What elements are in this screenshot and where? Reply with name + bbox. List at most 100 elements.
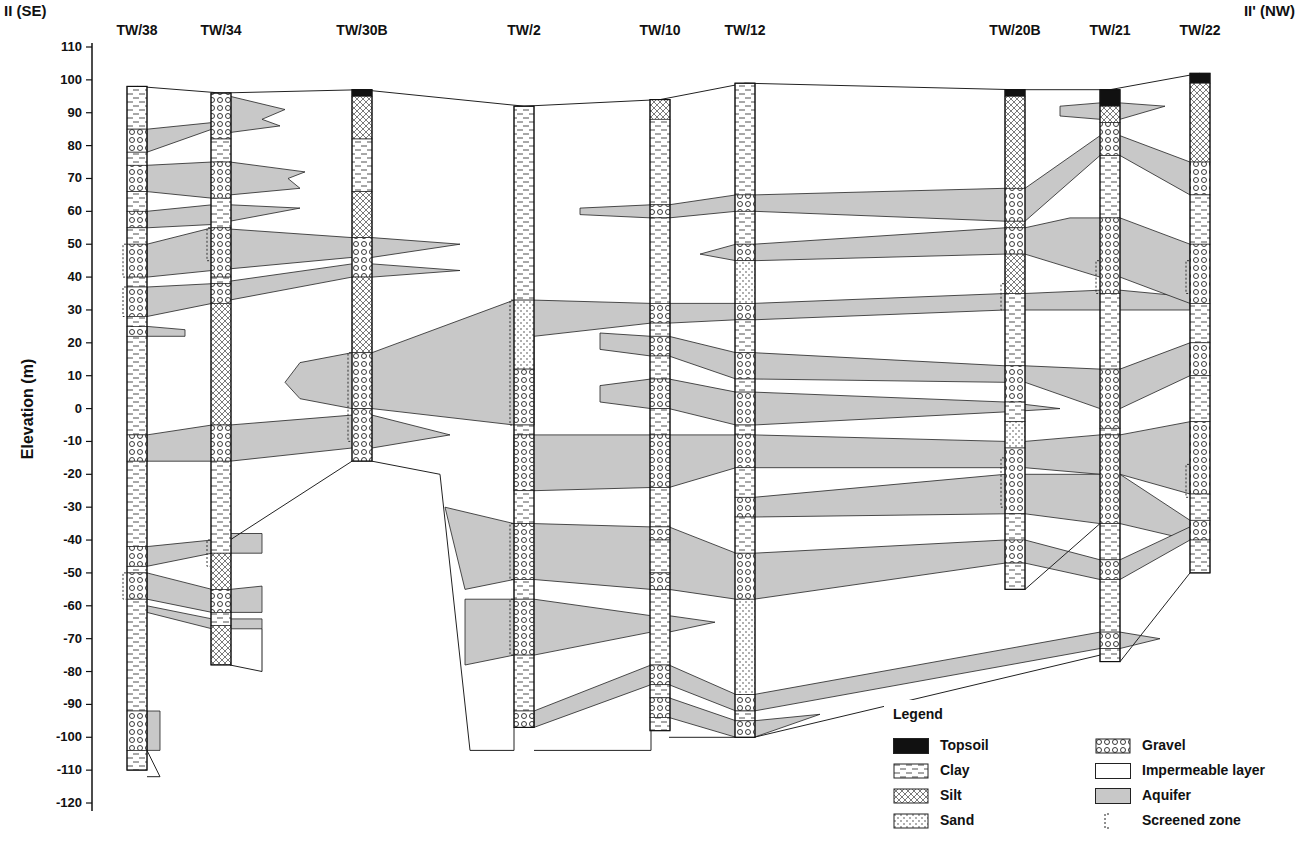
screened-zone [123,244,126,277]
lithology-layer [127,152,147,165]
lithology-layer [1100,580,1120,633]
lithology-layer [735,497,755,517]
lithology-layer [514,369,534,425]
borehole-column [1100,90,1120,662]
lithology-layer [1100,649,1120,662]
lithology-layer [650,303,670,323]
lithology-layer [650,718,670,731]
lithology-layer [127,326,147,336]
lithology-layer [735,435,755,468]
legend-swatch [1095,788,1131,804]
lithology-layer [127,566,147,573]
axis-tick [86,79,92,80]
lithology-layer [1005,563,1025,589]
axis-tick-label: -90 [36,696,82,711]
lithology-layer [735,353,755,379]
aquifer-band [147,264,460,317]
lithology-layer [1005,366,1025,402]
screened-zone [1186,261,1189,294]
lithology-layer [352,90,372,97]
lithology-layer [1100,90,1120,106]
axis-tick [86,46,92,47]
aquifer-band [465,599,715,665]
lithology-layer [1100,218,1120,294]
lithology-layer [650,119,670,205]
well-name: TW/22 [1155,22,1245,38]
lithology-layer [127,287,147,317]
lithology-layer [127,336,147,435]
axis-tick-label: -20 [36,466,82,481]
legend-sample [1105,814,1109,828]
lithology-layer [1190,244,1210,303]
borehole-column [352,90,372,461]
axis-tick [86,112,92,113]
screened-zone [123,287,126,317]
lithology-layer [1005,448,1025,514]
well-name: TW/20B [970,22,1060,38]
lithology-layer [514,106,534,300]
axis-tick-label: 60 [36,203,82,218]
axis-title: Elevation (m) [19,349,37,469]
lithology-layer [735,425,755,435]
axis-tick-label: 0 [36,401,82,416]
lithology-layer [735,721,755,737]
lithology-layer [352,277,372,353]
lithology-layer [514,425,534,435]
lithology-layer [1190,73,1210,83]
lithology-layer [1005,96,1025,188]
axis-tick [86,244,92,245]
lithology-layer [735,468,755,498]
axis-tick [86,211,92,212]
lithology-layer [127,573,147,599]
aquifer-band [230,96,285,132]
axis-tick-label: -10 [36,433,82,448]
lithology-layer [1100,156,1120,219]
lithology-layer [514,599,534,655]
lithology-layer [211,553,231,589]
lithology-layer [127,86,147,129]
axis-tick [86,145,92,146]
axis-tick [86,441,92,442]
well-name: TW/38 [92,22,182,38]
lithology-layer [1190,422,1210,494]
axis-tick-label: 80 [36,138,82,153]
axis-tick [86,408,92,409]
legend-text: Silt [940,787,962,803]
lithology-layer [514,580,534,600]
aquifer-band [147,326,185,336]
lithology-layer [735,211,755,244]
axis-tick-label: 50 [36,236,82,251]
lithology-layer [735,379,755,392]
screened-zone [348,353,351,442]
axis-tick [86,178,92,179]
lithology-layer [650,218,670,304]
aquifer-band [147,573,262,613]
lithology-layer [650,336,670,356]
boundary-line [534,731,651,751]
legend-ground [884,700,1294,840]
lithology-layer [735,83,755,195]
aquifer-band [147,123,212,153]
lithology-layer [127,129,147,152]
aquifer-band [147,162,305,198]
lithology-layer [1005,188,1025,221]
screened-zone [510,599,513,655]
lithology-layer [1100,560,1120,580]
axis-tick-label: 90 [36,105,82,120]
lithology-layer [211,93,231,139]
lithology-layer [514,655,534,711]
screened-zone [510,524,513,580]
lithology-layer [735,392,755,425]
boundary-line [230,461,352,540]
lithology-layer [127,317,147,327]
axis-tick [86,474,92,475]
legend-text: Topsoil [940,737,989,753]
lithology-layer [127,461,147,547]
well-name: TW/30B [317,22,407,38]
lithology-layer [211,277,231,284]
lithology-layer [650,589,670,665]
boundary-line [1120,573,1190,662]
lithology-layer [1100,428,1120,435]
legend-text: Clay [940,762,970,778]
lithology-layer [1100,294,1120,370]
